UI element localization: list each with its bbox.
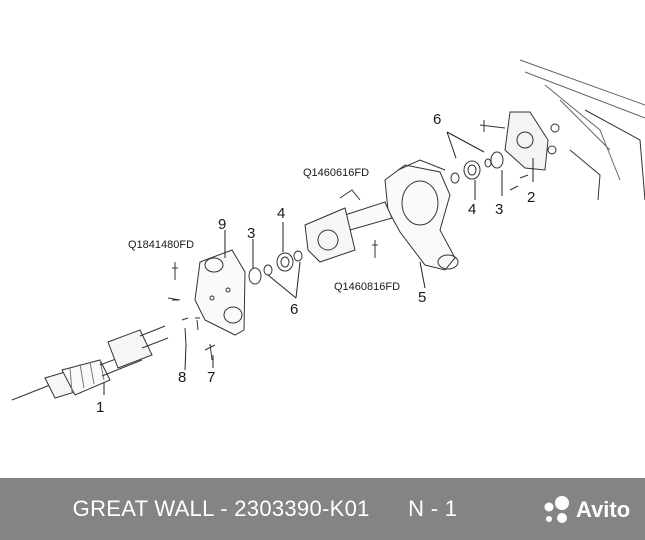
intermediate-shaft: [304, 189, 393, 263]
rear-bracket: [479, 111, 560, 179]
callout-2: 2: [527, 189, 535, 206]
bolts: [167, 185, 519, 361]
callout-1: 1: [96, 399, 104, 416]
callout-4-right: 4: [468, 201, 476, 218]
callout-7: 7: [207, 369, 215, 386]
leader-lines: [103, 131, 534, 395]
callout-6-bottom: 6: [290, 301, 298, 318]
exploded-parts-diagram: 1 2 3 3 4 4 5 6 6 7 8 9 Q1460616FD Q1841…: [11, 59, 645, 416]
callout-8: 8: [178, 369, 186, 386]
callout-4-left: 4: [277, 205, 285, 222]
code-q1841480fd: Q1841480FD: [128, 239, 194, 251]
callout-5: 5: [418, 289, 426, 306]
drive-shaft: [11, 325, 169, 401]
callout-6-top: 6: [433, 111, 441, 128]
part-number-caption: GREAT WALL - 2303390-K01 N - 1: [72, 496, 458, 521]
code-q1460816fd: Q1460816FD: [334, 281, 400, 293]
body-frame: [519, 59, 645, 201]
avito-watermark: Avito: [540, 495, 630, 525]
avito-wordmark: Avito: [576, 497, 631, 522]
callout-3-right: 3: [495, 201, 503, 218]
callout-9: 9: [218, 216, 226, 233]
avito-logo-icon: [544, 496, 569, 523]
footer-bar: GREAT WALL - 2303390-K01 N - 1 Avito: [0, 478, 645, 540]
differential-housing: [384, 159, 459, 271]
callout-3-left: 3: [247, 225, 255, 242]
code-q1460616fd: Q1460616FD: [303, 167, 369, 179]
support-bracket: [194, 249, 246, 336]
